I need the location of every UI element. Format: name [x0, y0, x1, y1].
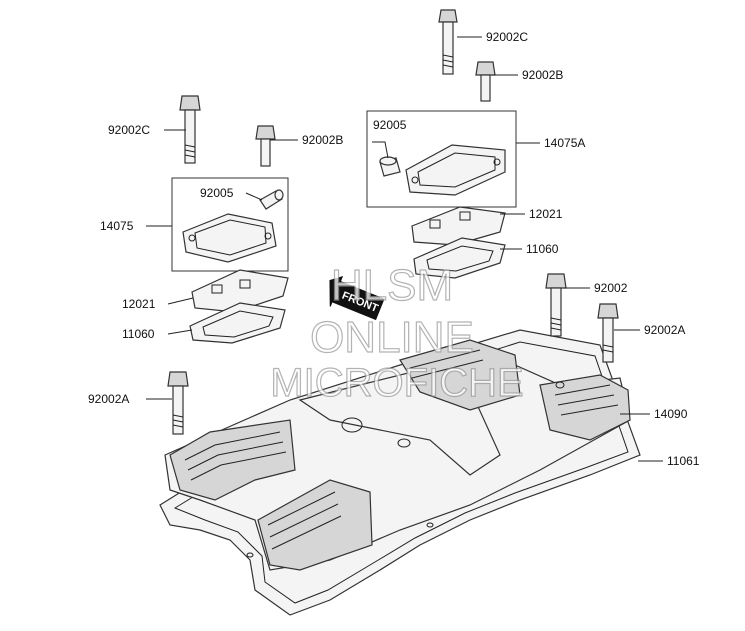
label-92002b-top: 92002B: [522, 68, 563, 82]
assembly-box-14075: [171, 177, 289, 272]
gasket-11060-left[interactable]: [189, 302, 286, 344]
label-92005-left: 92005: [200, 186, 234, 200]
label-92002a-right: 92002A: [644, 323, 685, 337]
leader-lines: [146, 36, 663, 462]
label-12021-left: 12021: [122, 297, 156, 311]
watermark-line-2: ONLINE: [310, 313, 474, 362]
label-92002: 92002: [594, 281, 628, 295]
bolt-92002b-top[interactable]: [475, 61, 496, 102]
bolt-92002c-top[interactable]: [438, 9, 458, 75]
label-12021-right: 12021: [529, 207, 563, 221]
label-11061: 11061: [667, 454, 700, 468]
label-92005-right: 92005: [373, 118, 407, 132]
label-92002c-left: 92002C: [108, 123, 150, 137]
assembly-box-14075a: [366, 110, 517, 208]
bolt-92002-right[interactable]: [545, 273, 567, 337]
watermark: HLSM ONLINE MICROFICHE: [270, 260, 525, 405]
cover-14075[interactable]: [182, 213, 277, 263]
gasket-11060-right[interactable]: [413, 237, 506, 279]
plate-12021-right[interactable]: [411, 206, 506, 246]
cylinder-head-cover-14090[interactable]: [164, 339, 631, 571]
bolt-92002b-left[interactable]: [255, 125, 276, 167]
bolt-92002a-right[interactable]: [597, 303, 619, 363]
label-11060-left: 11060: [122, 327, 155, 341]
pipe-92005-right[interactable]: [379, 156, 401, 177]
plate-12021-left[interactable]: [191, 269, 289, 313]
label-92002a-left: 92002A: [88, 392, 129, 406]
label-92002b-left: 92002B: [302, 133, 343, 147]
cover-14075a[interactable]: [405, 144, 506, 196]
watermark-line-3: MICROFICHE: [270, 361, 523, 405]
label-14075a: 14075A: [544, 136, 585, 150]
label-14090: 14090: [654, 407, 688, 421]
label-14075: 14075: [100, 219, 134, 233]
watermark-line-1: HLSM: [331, 261, 453, 310]
label-92002c-top: 92002C: [486, 30, 528, 44]
label-11060-right: 11060: [526, 242, 559, 256]
bolt-92002a-left[interactable]: [167, 371, 189, 435]
pipe-92005-left[interactable]: [259, 189, 284, 210]
bolt-92002c-left[interactable]: [179, 95, 201, 164]
part-labels: 92002C 92002B 92002C 92002B 92005 14075A…: [88, 30, 700, 468]
